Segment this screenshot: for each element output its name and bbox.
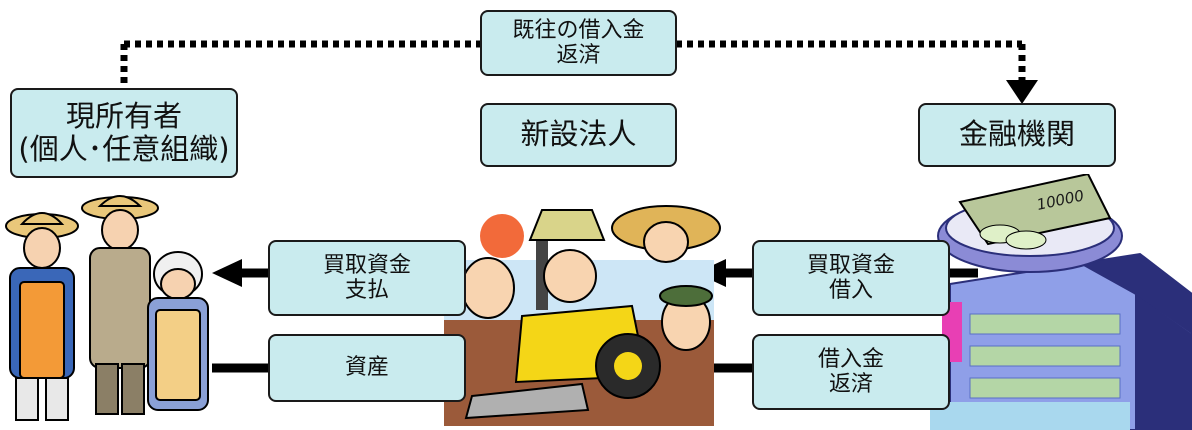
prior-repayment-text-2: 返済 bbox=[556, 43, 601, 68]
new-corporation-title: 新設法人 bbox=[520, 117, 637, 152]
purchase-loan-text-2: 借入 bbox=[828, 278, 873, 303]
bank-building-money-illustration: 10000 bbox=[930, 174, 1192, 430]
current-owner-title: 現所有者 bbox=[65, 98, 182, 133]
loan-repayment-text-1: 借入金 bbox=[817, 346, 884, 372]
tractor-farmers-illustration bbox=[444, 205, 721, 426]
prior-repayment-dotted-path bbox=[120, 40, 1038, 104]
new-corporation-node: 新設法人 bbox=[480, 103, 677, 167]
financial-institution-title: 金融機関 bbox=[958, 117, 1075, 152]
bank-building bbox=[930, 252, 1192, 430]
purchase-loan-text-1: 買取資金 bbox=[806, 252, 895, 278]
financial-institution-node: 金融機関 bbox=[918, 103, 1116, 167]
current-owner-subtitle: (個人･任意組織) bbox=[18, 132, 230, 166]
loan-repayment-text-2: 返済 bbox=[828, 372, 873, 397]
money-tray: 10000 bbox=[937, 174, 1123, 273]
assets-text: 資産 bbox=[344, 355, 389, 381]
loan-repayment-label: 借入金 返済 bbox=[752, 334, 950, 410]
assets-label: 資産 bbox=[268, 334, 466, 402]
farmer-woman-left bbox=[5, 212, 79, 421]
sun bbox=[480, 214, 524, 258]
current-owner-node: 現所有者 (個人･任意組織) bbox=[10, 88, 238, 178]
farmer-woman-right bbox=[147, 251, 209, 411]
purchase-payment-text-1: 買取資金 bbox=[322, 252, 411, 278]
farmers-illustration bbox=[5, 195, 209, 421]
purchase-payment-label: 買取資金 支払 bbox=[268, 240, 466, 316]
purchase-loan-label: 買取資金 借入 bbox=[752, 240, 950, 316]
tractor bbox=[464, 209, 661, 420]
farmer-man bbox=[81, 195, 159, 415]
purchase-payment-text-2: 支払 bbox=[344, 278, 389, 303]
prior-repayment-label: 既往の借入金 返済 bbox=[480, 10, 677, 76]
prior-repayment-text-1: 既往の借入金 bbox=[512, 17, 645, 43]
